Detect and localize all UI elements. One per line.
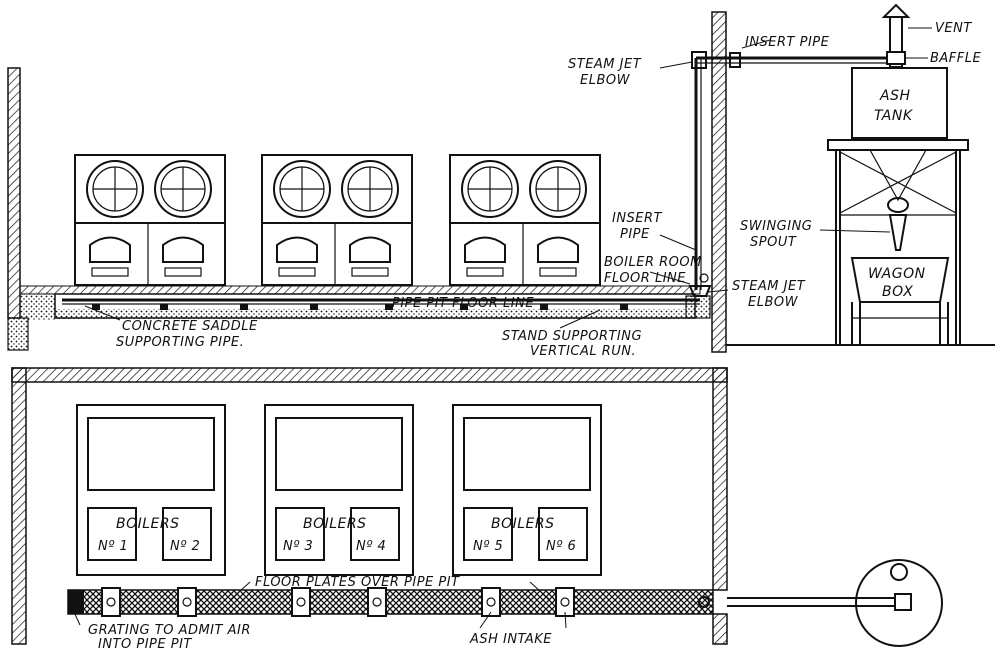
label-grating-1: GRATING TO ADMIT AIR (88, 623, 251, 638)
pipe-elbow-plan (698, 596, 710, 608)
label-steam-jet-elbow-low-1: STEAM JET (732, 279, 806, 294)
boiler-pair-2 (261, 154, 413, 286)
boilers-label-1: BOILERS (116, 516, 180, 532)
baffle (886, 51, 906, 65)
vent-cap (881, 3, 911, 18)
elevation-view: VENT INSERT PIPE BAFFLE STEAM JET ELBOW … (7, 3, 995, 359)
boiler-number-1: Nº 1 (98, 539, 128, 554)
ash-tank-stand (827, 139, 969, 345)
insert-pipe-lower (699, 273, 709, 283)
label-steam-jet-elbow-top-1: STEAM JET (568, 57, 642, 72)
floor-plates-pipe-pit (67, 589, 714, 615)
boiler-number-3: Nº 3 (283, 539, 313, 554)
label-swinging-spout-2: SPOUT (750, 235, 797, 250)
label-concrete-saddle-1: CONCRETE SADDLE (122, 319, 258, 334)
plan-left-wall (11, 367, 27, 645)
label-grating-2: INTO PIPE PIT (98, 637, 192, 650)
steam-jet-elbow-lower (688, 285, 712, 297)
vent-plan (890, 563, 908, 581)
label-steam-jet-elbow-top-2: ELBOW (580, 73, 631, 88)
label-steam-jet-elbow-low-2: ELBOW (748, 295, 799, 310)
plan-pipe-fitting (894, 593, 912, 611)
stand-supporting-vertical-run (685, 295, 711, 319)
swinging-spout (888, 214, 908, 251)
label-boiler-room-floor-1: BOILER ROOM (604, 255, 702, 270)
boiler-number-5: Nº 5 (473, 539, 503, 554)
plan-right-wall (712, 367, 728, 591)
boiler-pair-1 (74, 154, 226, 286)
label-wagon-box-1: WAGON (868, 266, 926, 282)
label-stand-supporting-1: STAND SUPPORTING (502, 329, 642, 344)
label-pipe-pit-floor-line: PIPE PIT FLOOR LINE (392, 296, 534, 311)
label-concrete-saddle-2: SUPPORTING PIPE. (116, 335, 244, 350)
ash-tank-plan (855, 559, 943, 647)
label-swinging-spout-1: SWINGING (740, 219, 812, 234)
label-baffle: BAFFLE (930, 51, 982, 66)
ground-left (20, 292, 55, 320)
plan-view: BOILERS Nº 1 Nº 2 BOILERS Nº 3 Nº 4 BOIL… (11, 367, 943, 652)
insert-pipe-top (729, 52, 741, 68)
boiler-plan-2 (264, 404, 414, 576)
boiler-number-6: Nº 6 (546, 539, 576, 554)
boilers-label-3: BOILERS (491, 516, 555, 532)
label-ash-intake: ASH INTAKE (469, 632, 552, 647)
boiler-number-2: Nº 2 (170, 539, 200, 554)
label-ash-tank-2: TANK (874, 108, 914, 124)
boiler-pair-3 (449, 154, 601, 286)
boiler-number-4: Nº 4 (356, 539, 386, 554)
label-wagon-box-2: BOX (882, 284, 913, 300)
label-insert-pipe-mid-1: INSERT (612, 211, 663, 226)
label-stand-supporting-2: VERTICAL RUN. (530, 344, 636, 359)
ash-tank (851, 67, 948, 139)
label-floor-plates: FLOOR PLATES OVER PIPE PIT (255, 575, 460, 590)
boiler-plan-3 (452, 404, 602, 576)
steam-jet-elbow-top (691, 51, 707, 69)
label-insert-pipe-top: INSERT PIPE (745, 35, 830, 50)
ash-intakes (101, 587, 575, 617)
boiler-plan-1 (76, 404, 226, 576)
label-boiler-room-floor-2: FLOOR LINE (604, 271, 686, 286)
label-ash-tank-1: ASH (879, 88, 911, 104)
wagon-frame (851, 302, 949, 345)
plan-top-wall (11, 367, 728, 383)
grating (68, 590, 84, 614)
left-wall-footing (7, 317, 29, 351)
right-wall (711, 11, 727, 353)
left-wall (7, 67, 21, 319)
boilers-label-2: BOILERS (303, 516, 367, 532)
pipe-pit-floor (55, 309, 695, 319)
leader-lines-plan (73, 581, 567, 629)
boiler-room-floor (19, 285, 701, 295)
label-insert-pipe-mid-2: PIPE (620, 227, 650, 242)
plan-right-wall-lower (712, 613, 728, 645)
label-vent: VENT (935, 21, 972, 36)
concrete-saddles (92, 304, 628, 310)
leader-lines-elevation (84, 27, 932, 329)
